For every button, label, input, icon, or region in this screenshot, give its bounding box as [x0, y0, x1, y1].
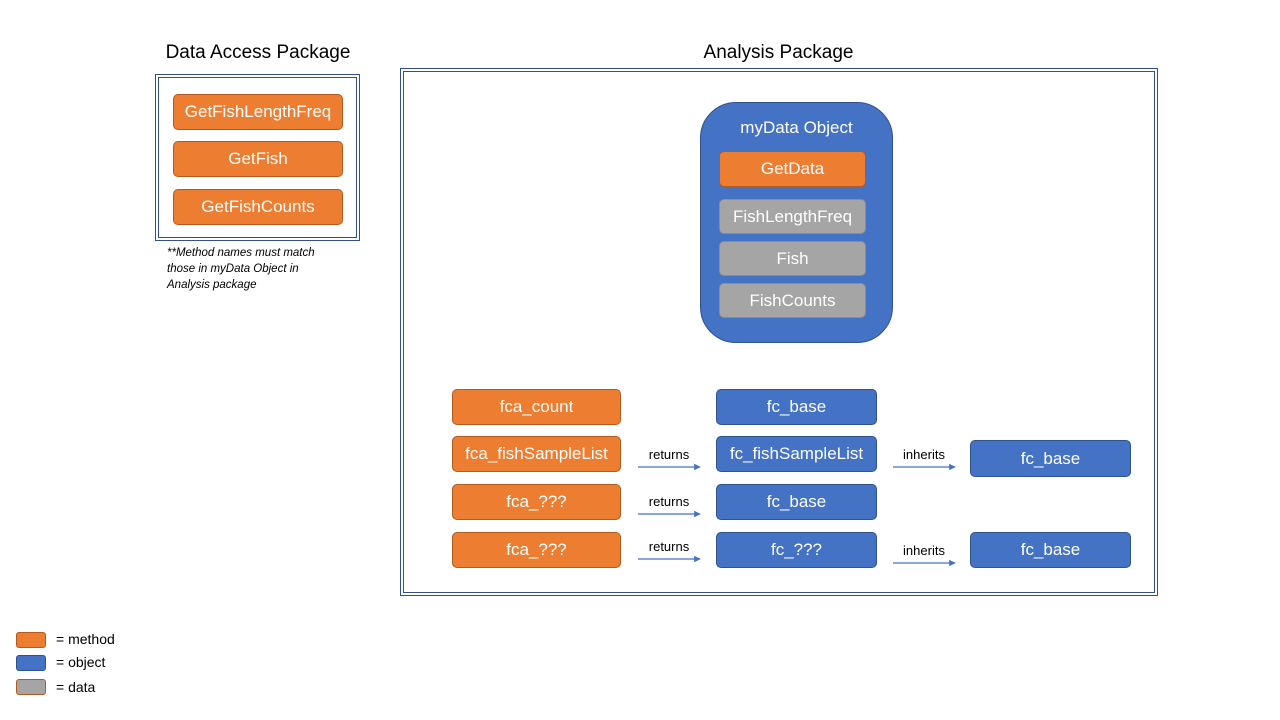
legend-data-swatch [16, 679, 46, 695]
object-fc-base: fc_base [716, 484, 877, 520]
legend-method-swatch [16, 632, 46, 648]
returns-label: returns [648, 447, 690, 462]
object-fc-base-parent: fc_base [970, 532, 1131, 568]
inherits-label: inherits [903, 543, 945, 558]
inherits-label: inherits [903, 447, 945, 462]
method-fca-count: fca_count [452, 389, 621, 425]
returns-label: returns [648, 539, 690, 554]
method-get-fish-counts: GetFishCounts [173, 189, 343, 225]
data-fish: Fish [719, 241, 866, 276]
object-fc-base-parent: fc_base [970, 440, 1131, 477]
object-fc-fish-sample-list: fc_fishSampleList [716, 436, 877, 472]
method-get-fish-length-freq: GetFishLengthFreq [173, 94, 343, 130]
legend-method-label: = method [56, 631, 115, 647]
method-get-fish: GetFish [173, 141, 343, 177]
data-fish-counts: FishCounts [719, 283, 866, 318]
data-fish-length-freq: FishLengthFreq [719, 199, 866, 234]
object-fc-unknown: fc_??? [716, 532, 877, 568]
analysis-package-frame [400, 68, 1158, 596]
method-fca-unknown: fca_??? [452, 532, 621, 568]
method-get-data: GetData [719, 151, 866, 187]
legend-object-swatch [16, 655, 46, 671]
mydata-object-title: myData Object [740, 118, 853, 137]
legend-object-label: = object [56, 654, 106, 670]
analysis-title: Analysis Package [703, 42, 854, 63]
data-access-title: Data Access Package [165, 42, 351, 63]
method-fca-unknown: fca_??? [452, 484, 621, 520]
method-fca-fish-sample-list: fca_fishSampleList [452, 436, 621, 472]
returns-label: returns [648, 494, 690, 509]
data-access-package-frame [155, 74, 360, 241]
method-names-note: **Method names must match those in myDat… [167, 247, 315, 291]
object-fc-base: fc_base [716, 389, 877, 425]
legend-data-label: = data [56, 679, 96, 695]
